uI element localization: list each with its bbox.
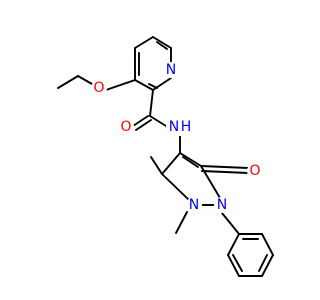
ring-to-carbonyl: [149, 89, 154, 117]
carbonyl-double-a: [132, 115, 149, 127]
phenyl-3: [261, 254, 274, 277]
pyridine-bond-6: [134, 36, 154, 49]
pyridine-double-2: [148, 83, 158, 89]
phenyl-double-2: [258, 254, 268, 272]
phenyl-2: [261, 233, 274, 256]
carbonyl-double-b: [135, 119, 152, 131]
c3-ring-o-double: [201, 170, 249, 174]
n1-methyl: [175, 211, 188, 234]
n2-phenyl: [221, 212, 240, 235]
ethyl-bond: [57, 75, 79, 89]
phenyl-5: [227, 254, 240, 277]
pyridine-bond-1: [152, 36, 172, 49]
c3-ring-o: [200, 165, 249, 169]
pyridine-double-1: [156, 41, 168, 50]
molecule-canvas: N O O N H O: [57, 36, 274, 277]
carbonyl-oxygen-atom: O: [118, 119, 134, 135]
atom-label-layer: N O O N H O: [91, 62, 263, 213]
pyrazole-n1-atom: N: [186, 197, 202, 213]
bond-layer: [57, 36, 274, 277]
c4-c3-double: [182, 156, 199, 168]
ether-bond-a: [105, 79, 136, 91]
carbonyl-c-to-amide-n: [149, 115, 167, 127]
ring-oxygen-atom: O: [247, 163, 263, 179]
pyrazole-n1-label: N: [189, 197, 199, 213]
carbonyl-oxygen-label: O: [120, 119, 131, 135]
c4-c3: [179, 152, 202, 167]
amide-hydrogen-label: H: [181, 119, 192, 135]
c4-c5: [161, 152, 181, 175]
amide-nitrogen-label: N: [169, 119, 179, 135]
phenyl-double-3: [232, 254, 243, 272]
pyrazole-n2-atom: N: [214, 197, 230, 213]
molecule-structure: N O O N H O: [57, 36, 274, 277]
amide-nitrogen-atom: N H: [166, 118, 194, 136]
c5-n1: [161, 173, 189, 200]
phenyl-6: [227, 233, 240, 256]
pyrazole-n2-label: N: [217, 197, 227, 213]
ring-oxygen-label: O: [249, 163, 260, 179]
pyridine-nitrogen-label: N: [166, 62, 176, 78]
ether-bond-b: [77, 75, 93, 85]
pyridine-nitrogen-atom: N: [163, 62, 179, 78]
ether-oxygen-atom: O: [91, 80, 107, 96]
c5-methyl: [150, 156, 163, 175]
ether-oxygen-label: O: [93, 80, 104, 96]
pyridine-bond-4: [134, 79, 154, 91]
